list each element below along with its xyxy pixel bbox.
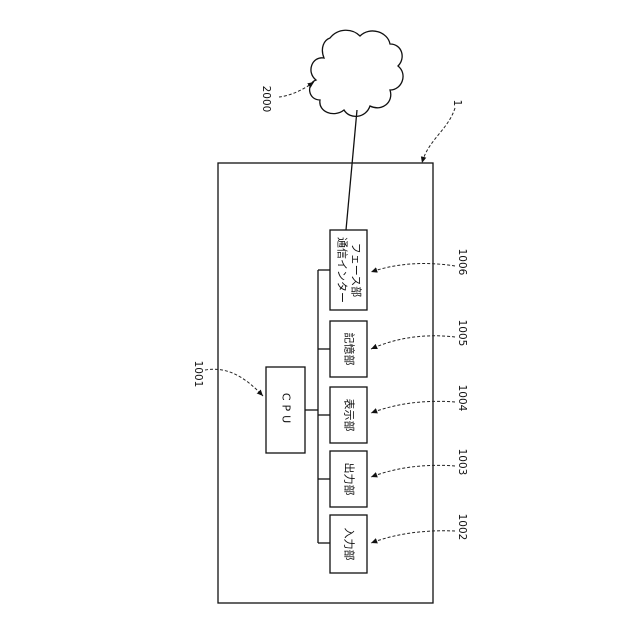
cpu-label: CPU: [280, 393, 293, 427]
comm-interface-label-line2: フェース部: [350, 243, 364, 297]
storage-label: 記憶部: [343, 333, 357, 366]
device-frame: [218, 163, 433, 603]
display-label: 表示部: [343, 399, 357, 432]
ref-2000: 2000: [260, 86, 272, 113]
output-label: 出力部: [343, 463, 357, 496]
ref-1004: 1004: [456, 385, 468, 412]
ref-1001: 1001: [192, 361, 204, 388]
ref-1006: 1006: [456, 249, 468, 276]
ref-1002: 1002: [456, 514, 468, 541]
leader-2000: [279, 82, 314, 97]
network-cloud: [310, 30, 403, 116]
comm-interface-label-line1: 通信インター: [336, 237, 349, 303]
ref-1003: 1003: [456, 449, 468, 476]
ref-1: 1: [451, 100, 463, 107]
leader-1: [422, 108, 455, 163]
input-label: 入力部: [343, 528, 357, 561]
ref-1005: 1005: [456, 320, 468, 347]
